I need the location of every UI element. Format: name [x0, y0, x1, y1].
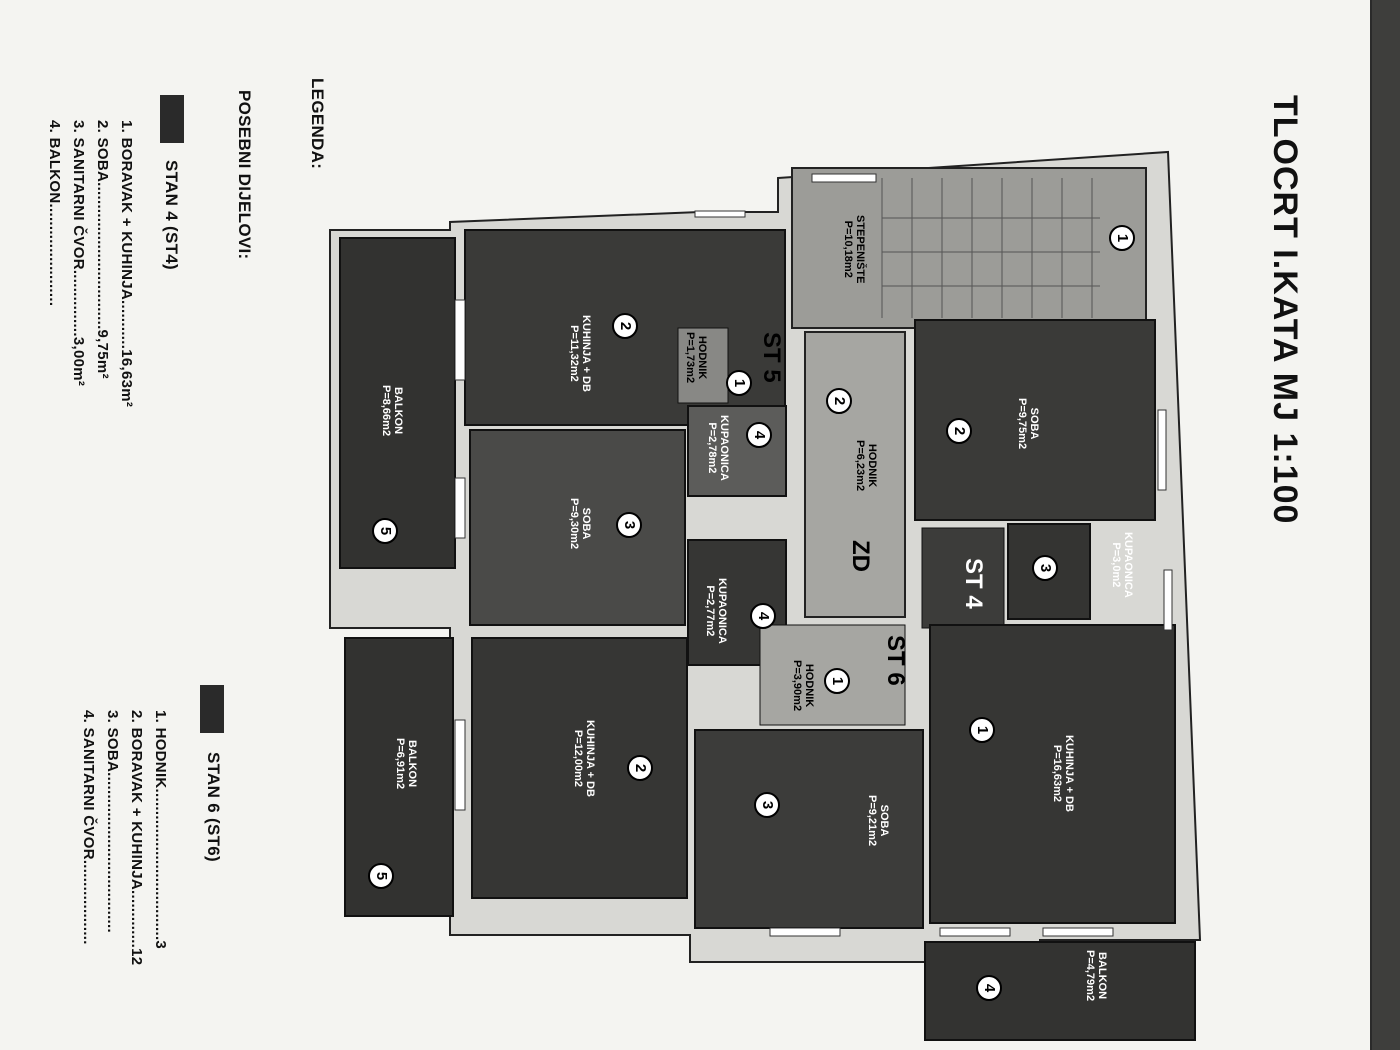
windows: [454, 173, 1173, 937]
st5-kupaonica: [687, 405, 787, 497]
stepeniste-number: 1: [1109, 225, 1135, 251]
hodnik-zd-number: 2: [826, 388, 852, 414]
st5-soba: [469, 429, 686, 626]
st6-legend-item-1: 1. HODNIK...............................…: [152, 710, 169, 950]
st5-balkon: [339, 237, 456, 569]
st4-hall: [921, 527, 1005, 629]
stair-room: [791, 167, 1147, 329]
st5-kuhinja-number: 2: [612, 313, 638, 339]
st4-legend-item-2: 2. SOBA.................................…: [94, 120, 111, 379]
st4-kuhinja: [929, 624, 1176, 924]
st4-soba-number: 2: [946, 418, 972, 444]
st5-kupaonica-number: 4: [746, 422, 772, 448]
st6-legend-item-2: 2. BORAVAK + KUHINJA.............12: [128, 710, 145, 966]
st6-kupaonica-number: 4: [750, 603, 776, 629]
legend-title: LEGENDA:: [308, 78, 327, 170]
st4-tag: ST 4: [960, 558, 987, 609]
st6-legend-name: STAN 6 (ST6): [204, 752, 223, 863]
st6-swatch: [200, 685, 224, 733]
st5-balkon-number: 5: [372, 518, 398, 544]
st6-balkon: [344, 637, 454, 917]
st4-kuhinja-number: 1: [969, 717, 995, 743]
st4-legend-item-1: 1. BORAVAK + KUHINJA...........16,63m²: [118, 120, 135, 408]
st6-tag: ST 6: [882, 635, 909, 686]
st6-soba: [694, 729, 924, 929]
st4-balkon: [924, 941, 1196, 1041]
common-hallway: [804, 331, 906, 618]
st5-hodnik-number: 1: [726, 370, 752, 396]
st4-legend-item-4: 4. BALKON.......................: [46, 120, 63, 307]
st5-tag: ST 5: [758, 332, 785, 383]
zd-tag: ZD: [847, 540, 874, 572]
st4-legend-name: STAN 4 (ST4): [162, 160, 181, 271]
table-edge: [1372, 0, 1400, 1050]
st4-swatch: [160, 95, 184, 143]
page-title: TLOCRT I.KATA MJ 1:100: [1266, 95, 1304, 525]
st4-kupaonica-number: 3: [1032, 555, 1058, 581]
legend-subtitle: POSEBNI DIJELOVI:: [235, 90, 254, 260]
st6-balkon-number: 5: [368, 863, 394, 889]
st4-legend-item-3: 3. SANITARNI ČVOR...............3,00m²: [70, 120, 87, 387]
st6-kuhinja-number: 2: [627, 755, 653, 781]
stair-steps: [881, 178, 1100, 318]
st6-soba-number: 3: [754, 792, 780, 818]
st5-hodnik: [677, 327, 729, 404]
st5-soba-number: 3: [616, 512, 642, 538]
st4-balkon-number: 4: [976, 975, 1002, 1001]
st6-legend-item-4: 4. SANITARNI ČVOR...................: [80, 710, 97, 945]
st6-hodnik-number: 1: [824, 668, 850, 694]
st6-legend-item-3: 3. SOBA.................................…: [104, 710, 121, 933]
